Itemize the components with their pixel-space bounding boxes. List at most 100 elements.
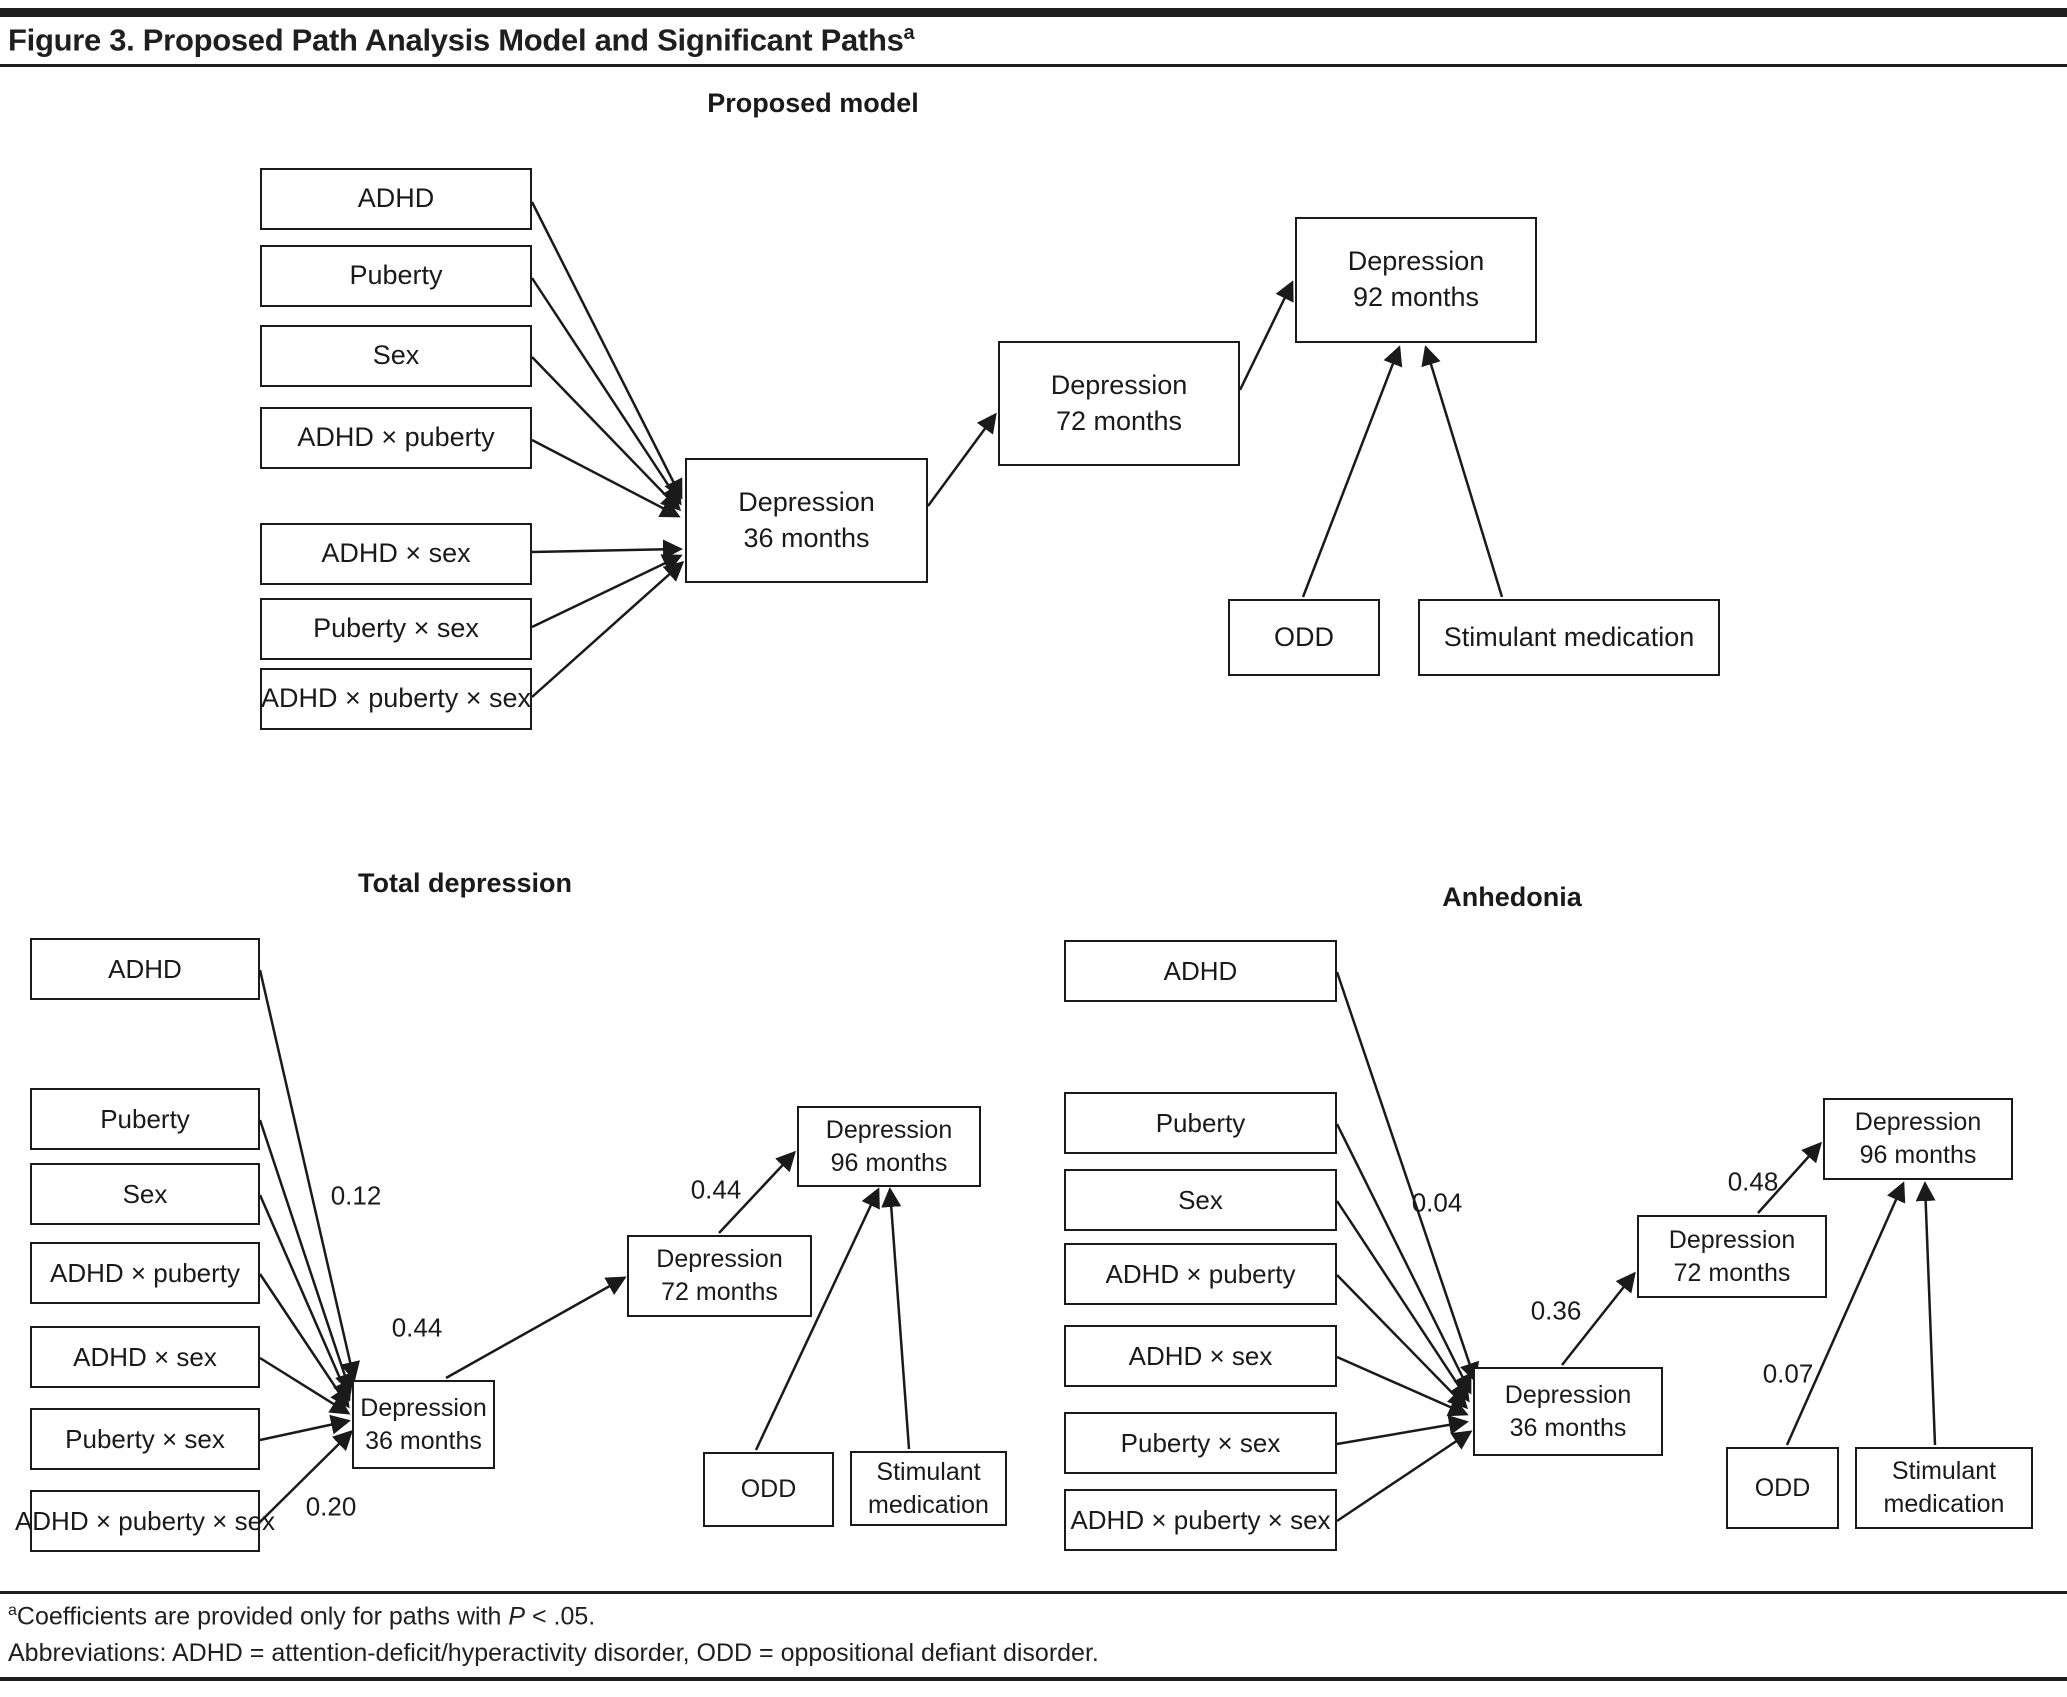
coef-anhedonia-odd-to-dep96: 0.07 bbox=[1762, 1358, 1814, 1389]
total-box-adhd-x-sex: ADHD × sex bbox=[30, 1326, 260, 1388]
proposed-box-sex: Sex bbox=[260, 325, 532, 387]
anhedonia-box-depression-96: Depression 96 months bbox=[1823, 1098, 2013, 1180]
anhedonia-box-sex: Sex bbox=[1064, 1169, 1337, 1231]
arrow-proposed-dep72-to-dep92 bbox=[1238, 280, 1294, 391]
total-box-puberty-x-sex: Puberty × sex bbox=[30, 1408, 260, 1470]
total-box-depression-72: Depression 72 months bbox=[627, 1235, 812, 1317]
coef-total-threeway-to-dep36: 0.20 bbox=[305, 1491, 357, 1522]
anhedonia-box-adhd-x-puberty-x-sex: ADHD × puberty × sex bbox=[1064, 1489, 1337, 1551]
footnote-coefficients-text: Coefficients are provided only for paths… bbox=[16, 1602, 509, 1631]
heading-anhedonia: Anhedonia bbox=[1442, 882, 1582, 912]
proposed-box-adhd-x-puberty-x-sex: ADHD × puberty × sex bbox=[260, 668, 532, 730]
arrow-anhedonia-stimulant-to-dep96 bbox=[1915, 1181, 1937, 1446]
arrow-proposed-adhd-to-dep36 bbox=[530, 201, 683, 500]
arrow-total-dep72-to-dep96 bbox=[718, 1150, 797, 1234]
arrow-total-dep36-to-dep72 bbox=[445, 1276, 627, 1380]
coef-anhedonia-adhd-to-dep36: 0.04 bbox=[1411, 1187, 1463, 1218]
footnote-top-rule bbox=[0, 1591, 2067, 1594]
anhedonia-box-adhd: ADHD bbox=[1064, 940, 1337, 1002]
proposed-box-adhd-x-puberty: ADHD × puberty bbox=[260, 407, 532, 469]
anhedonia-box-puberty-x-sex: Puberty × sex bbox=[1064, 1412, 1337, 1474]
total-box-stimulant-line1: Stimulant bbox=[876, 1457, 981, 1486]
total-box-puberty-label: Puberty bbox=[100, 1103, 190, 1134]
arrow-total-stimulant-to-dep96 bbox=[881, 1187, 911, 1450]
anhedonia-box-stimulant: Stimulant medication bbox=[1855, 1447, 2033, 1529]
footnote-abbreviations: Abbreviations: ADHD = attention-deficit/… bbox=[8, 1639, 1099, 1667]
proposed-box-odd-label: ODD bbox=[1274, 621, 1334, 652]
total-depression-36-line2: 36 months bbox=[365, 1426, 482, 1455]
title-underline bbox=[0, 64, 2067, 67]
figure-title-footnote-marker: a bbox=[903, 22, 915, 44]
arrow-proposed-dep36-to-dep72 bbox=[926, 412, 997, 507]
anhedonia-box-depression-36: Depression 36 months bbox=[1473, 1367, 1663, 1456]
anhedonia-depression-96-line2: 96 months bbox=[1859, 1141, 1977, 1169]
arrow-proposed-puberty-to-dep36 bbox=[530, 277, 682, 506]
arrow-proposed-adhdxsex-to-dep36 bbox=[531, 539, 683, 560]
arrow-proposed-stimulant-to-dep92 bbox=[1421, 345, 1504, 598]
proposed-depression-92-line1: Depression bbox=[1347, 246, 1485, 277]
arrow-proposed-pubertyxsex-to-dep36 bbox=[531, 554, 683, 629]
arrow-proposed-odd-to-dep92 bbox=[1301, 345, 1403, 598]
total-box-adhd-x-puberty-x-sex-label: ADHD × puberty × sex bbox=[14, 1505, 276, 1536]
arrow-anhedonia-adhdxsex-to-dep36 bbox=[1336, 1355, 1469, 1417]
anhedonia-box-adhd-x-sex-label: ADHD × sex bbox=[1128, 1340, 1273, 1371]
proposed-box-stimulant: Stimulant medication bbox=[1418, 599, 1720, 676]
arrow-total-pubertyxsex-to-dep36 bbox=[259, 1414, 351, 1442]
arrow-total-adhdxsex-to-dep36 bbox=[259, 1356, 351, 1415]
anhedonia-box-adhd-x-puberty-x-sex-label: ADHD × puberty × sex bbox=[1070, 1504, 1331, 1535]
arrow-proposed-sex-to-dep36 bbox=[531, 356, 682, 512]
footnote-marker: a bbox=[8, 1602, 17, 1619]
arrow-proposed-threeway-to-dep36 bbox=[531, 561, 685, 698]
total-depression-96-line1: Depression bbox=[825, 1115, 953, 1144]
arrow-anhedonia-threeway-to-dep36 bbox=[1336, 1430, 1473, 1523]
arrow-total-adhd-to-dep36 bbox=[258, 969, 360, 1382]
anhedonia-box-adhd-label: ADHD bbox=[1163, 955, 1238, 986]
heading-proposed-model: Proposed model bbox=[707, 88, 919, 118]
total-box-depression-96: Depression 96 months bbox=[797, 1106, 981, 1187]
total-box-adhd-x-puberty-label: ADHD × puberty bbox=[49, 1257, 241, 1288]
arrow-total-threeway-to-dep36 bbox=[259, 1429, 354, 1523]
total-depression-36-line1: Depression bbox=[360, 1393, 487, 1422]
anhedonia-box-adhd-x-sex: ADHD × sex bbox=[1064, 1325, 1337, 1387]
arrow-total-puberty-to-dep36 bbox=[258, 1119, 355, 1394]
proposed-box-depression-36: Depression 36 months bbox=[685, 458, 928, 583]
coef-total-adhd-to-dep36: 0.12 bbox=[330, 1180, 382, 1211]
total-depression-72-line2: 72 months bbox=[661, 1278, 778, 1306]
total-box-adhd-label: ADHD bbox=[108, 953, 182, 984]
total-box-odd: ODD bbox=[703, 1452, 834, 1527]
anhedonia-box-depression-72: Depression 72 months bbox=[1637, 1215, 1827, 1298]
anhedonia-depression-96-line1: Depression bbox=[1854, 1108, 1982, 1136]
top-bar bbox=[0, 8, 2067, 17]
arrow-anhedonia-puberty-to-dep36 bbox=[1335, 1123, 1472, 1395]
proposed-box-sex-label: Sex bbox=[372, 340, 420, 371]
arrow-anhedonia-odd-to-dep96 bbox=[1785, 1181, 1906, 1446]
total-box-stimulant: Stimulant medication bbox=[850, 1451, 1007, 1526]
proposed-depression-72-line1: Depression bbox=[1050, 369, 1188, 400]
total-depression-72-line1: Depression bbox=[656, 1245, 783, 1273]
total-box-adhd-x-sex-label: ADHD × sex bbox=[73, 1341, 217, 1372]
total-box-depression-36: Depression 36 months bbox=[352, 1380, 495, 1469]
proposed-box-puberty-x-sex-label: Puberty × sex bbox=[313, 613, 479, 644]
total-box-sex: Sex bbox=[30, 1163, 260, 1225]
total-box-adhd-x-puberty-x-sex: ADHD × puberty × sex bbox=[15, 1490, 275, 1552]
anhedonia-box-stimulant-line1: Stimulant bbox=[1891, 1457, 1997, 1485]
anhedonia-box-puberty-label: Puberty bbox=[1155, 1107, 1246, 1138]
total-depression-96-line2: 96 months bbox=[830, 1148, 948, 1177]
anhedonia-depression-72-line1: Depression bbox=[1668, 1225, 1796, 1254]
proposed-box-depression-92: Depression 92 months bbox=[1295, 217, 1537, 343]
anhedonia-box-puberty: Puberty bbox=[1064, 1092, 1337, 1154]
proposed-box-adhd: ADHD bbox=[260, 168, 532, 230]
proposed-box-puberty-label: Puberty bbox=[349, 260, 443, 291]
total-box-puberty: Puberty bbox=[30, 1088, 260, 1150]
coef-anhedonia-dep36-to-dep72: 0.36 bbox=[1530, 1295, 1582, 1326]
arrow-anhedonia-dep72-to-dep96 bbox=[1757, 1141, 1823, 1214]
anhedonia-box-adhd-x-puberty-label: ADHD × puberty bbox=[1105, 1258, 1296, 1289]
proposed-box-adhd-x-puberty-x-sex-label: ADHD × puberty × sex bbox=[260, 683, 532, 714]
figure-title-text: Figure 3. Proposed Path Analysis Model a… bbox=[8, 22, 904, 58]
arrow-total-sex-to-dep36 bbox=[258, 1194, 352, 1402]
proposed-box-adhd-x-sex-label: ADHD × sex bbox=[321, 538, 471, 569]
total-box-puberty-x-sex-label: Puberty × sex bbox=[65, 1423, 225, 1454]
coef-total-dep72-to-dep96: 0.44 bbox=[690, 1174, 742, 1205]
total-box-adhd-x-puberty: ADHD × puberty bbox=[30, 1242, 260, 1304]
